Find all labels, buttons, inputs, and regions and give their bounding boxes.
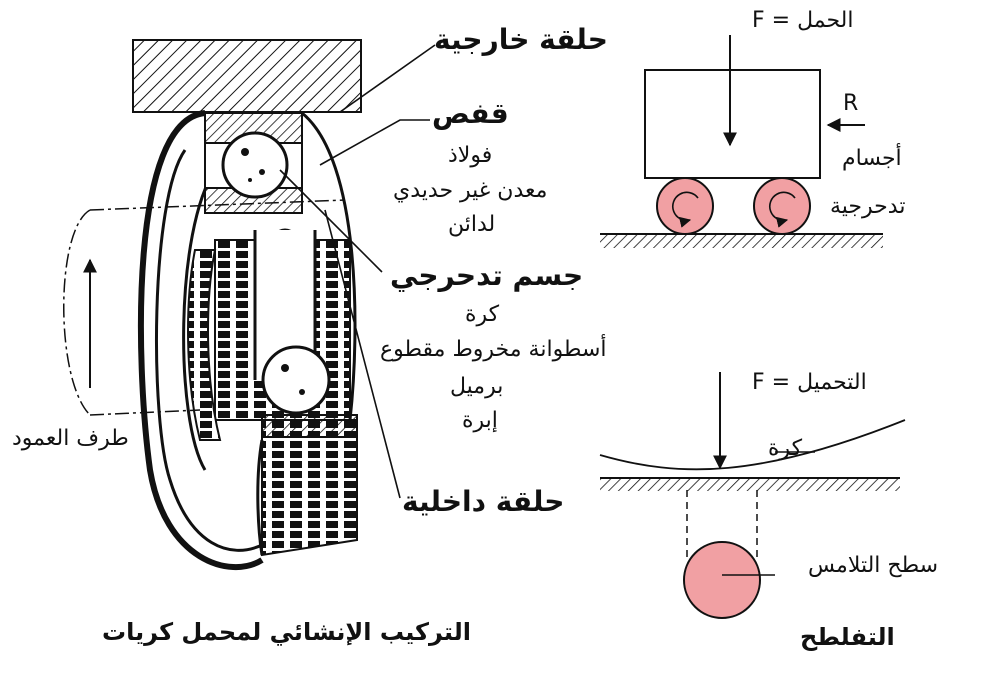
rolling-bodies-label-1: أجسام: [842, 146, 902, 171]
housing-block: [132, 39, 362, 113]
shaft-end-label: طرف العمود: [12, 426, 129, 451]
rolling-type-4: إبرة: [462, 408, 498, 433]
rolling-type-3: برميل: [450, 374, 504, 399]
cage-material-2: معدن غير حديدي: [393, 178, 548, 203]
rolling-bodies-label-2: تدحرجية: [830, 194, 906, 219]
ball-bearing-cutaway-icon: [63, 39, 362, 570]
inner-ring-label: حلقة داخلية: [402, 485, 565, 518]
leader-lines: [279, 44, 436, 499]
force-r-label: R: [843, 91, 859, 116]
rolling-body-label: جسم تدحرجي: [390, 259, 584, 292]
outer-ring-label: حلقة خارجية: [434, 23, 608, 56]
cage-label: قفص: [432, 97, 509, 130]
cage-material-3: لدائن: [448, 212, 496, 237]
rolling-type-1: كرة: [465, 302, 500, 327]
caption-right: التفلطح: [800, 623, 895, 651]
contact-surface-label: سطح التلامس: [808, 553, 939, 578]
rolling-load-diagram: [600, 35, 883, 248]
loading-bottom-label: التحميل = F: [752, 370, 867, 395]
caption-left: التركيب الإنشائي لمحمل كريات: [102, 618, 471, 646]
cage-material-1: فولاذ: [448, 143, 493, 168]
flattening-diagram: [599, 372, 906, 619]
rolling-type-2: أسطوانة مخروط مقطوع: [380, 337, 607, 362]
contact-ball-icon: [683, 541, 761, 619]
load-top-label: الحمل = F: [752, 8, 854, 33]
ball-label: كرة: [768, 436, 803, 461]
rolling-roller-icon: [753, 177, 811, 235]
rolling-roller-icon: [656, 177, 714, 235]
